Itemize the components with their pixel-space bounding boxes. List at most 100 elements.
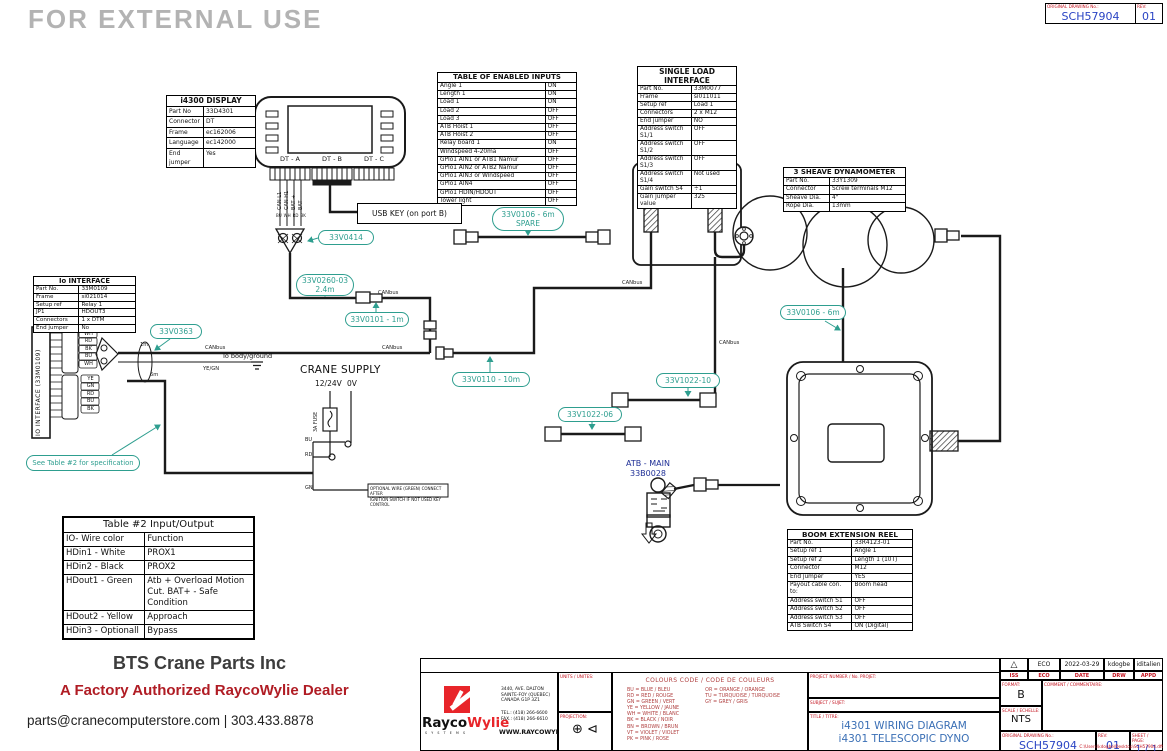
table-cell-value: Relay 1 [81,301,103,308]
dt-connector-strips [269,167,395,181]
drawing-title: i4301 WIRING DIAGRAM i4301 TELESCOPIC DY… [809,720,999,746]
address-line: CANADA G1P 3Z1 [501,698,540,704]
table-cell-label: Frame [34,293,80,301]
crane-note-line2: IGNITION SWITCH IF NOT USED KEY CONTROL [370,496,441,508]
cable-text: 33V1022-10 [664,376,711,385]
cable-text: 33V0414 [329,233,363,242]
table-cell-label: Setup ref [34,301,80,309]
wire-label-bat-minus: BAT - [298,197,304,210]
table-row: Part No.33M0109 [34,286,135,294]
table-cell-label: Address switch S2 [788,606,853,614]
fax-line: FAX.: (418) 266-6610 [501,716,548,722]
atb-main-label: ATB - MAIN 33B0028 [608,459,688,478]
cable-label-33v1022-06: 33V1022-06 [558,407,622,422]
table-cell-label: Part No. [788,540,853,548]
logo-wylie: Wylie [467,715,510,731]
cable-gland [734,226,754,246]
external-use-watermark: FOR EXTERNAL USE [28,4,323,34]
subject-cell: SUBJECT / SUJET: [808,698,1000,712]
company-web: WWW.RAYCOWYLIE.COM [499,729,585,736]
colour-entry: TU = TURQUOISE / TURQUOISE [705,694,781,700]
table-cell-value: PROX1 [147,548,176,558]
revision-row: △ ECO 2022-03-29 kdogbe iditalien [1000,658,1163,671]
table-cell-label: ATB Switch S4 [788,623,853,631]
table-title: Table #2 Input/Output [64,518,253,533]
table-cell-label: Angle 1 [438,83,546,91]
subject-label: SUBJECT / SUJET: [810,700,846,705]
wire-color-tag: BU [276,213,282,218]
wire-color-tag: RD [86,390,95,397]
table-cell-label: Address switch S1/2 [638,141,692,155]
atb-main-switch [640,477,780,544]
revision-triangle-icon: △ [1000,658,1028,671]
cable-label-33v1022-10: 33V1022-10 [656,373,720,388]
table-cell-value: Atb + Overload Motion Cut. BAT+ - Safe C… [147,576,245,608]
company-phone: TEL.: (418) 266-6600 FAX.: (418) 266-661… [501,711,548,722]
colour-entry: BK = BLACK / NOIR [627,718,674,724]
table-cell-label: ATB Hoist 1 [438,124,546,132]
crane-voltage-1: 12/24V [315,379,342,388]
drawing-title-line1: i4301 WIRING DIAGRAM [841,720,967,732]
table-title: i4300 DISPLAY [167,96,255,107]
table-cell-value: 33D4301 [205,108,234,115]
reel-connector [929,430,959,452]
comment-label: COMMENT / COMMENTAIRE: [1044,682,1103,687]
dt-a-label: DT - A [280,155,300,163]
table-cell-label: HDin3 - Optionall [64,625,146,638]
table-cell-label: Connector [788,565,853,573]
revision-headers: ISS ECO DATE DRW APPD [1000,671,1163,680]
table-cell-value: OFF [854,606,866,613]
usb-key-box: USB KEY (on port B) [357,203,462,224]
project-number-label: PROJECT NUMBER / No. PROJET: [810,674,877,679]
iss-drw-value: kdogbe [1104,658,1134,671]
table-cell-label: Rope Dia. [784,203,830,211]
table-cell-label: Frame [167,127,204,138]
table-cell-value: DT [205,118,215,126]
yegn-label: YE/GN [203,366,220,372]
units-cell: UNITS / UNITES: [558,672,612,712]
display-unit-graphic [254,96,406,186]
length-6m-label: 6m [150,372,159,378]
table-cell-label: Relay board 1 [438,140,546,148]
table-cell-value: OFF [547,115,559,122]
boom-reel-graphic [786,361,959,516]
comment-cell: COMMENT / COMMENTAIRE: [1042,680,1163,731]
table-cell-value: OFF [547,165,559,172]
table-cell-label: GPIo1 HDIN/HDOUT [438,189,546,197]
cable-text: 33V0106 - 6m [501,210,555,219]
table-cell-label: ATB Hoist 2 [438,132,546,140]
table-cell-label: Address switch S1 [788,597,853,606]
top-rev-cell: REV: 01 [1136,3,1163,24]
drw-header: DRW [1104,671,1134,680]
table-cell-label: Tower light [438,197,546,206]
logo-rayco: Rayco [422,715,468,731]
dealer-company: BTS Crane Parts Inc [113,653,287,673]
length-1m-label: 1m [140,342,149,348]
table-cell-value: HDOUT3 [81,309,106,316]
cable-connectors [355,291,454,360]
table-cell-label: Language [167,138,204,148]
raycowylie-logo-icon [444,686,470,713]
dealer-contact: parts@cranecomputerstore.com | 303.433.8… [27,713,314,728]
rev-value: 01 [1106,739,1120,751]
colour-entry: VT = VIOLET / VIOLET [627,730,680,736]
